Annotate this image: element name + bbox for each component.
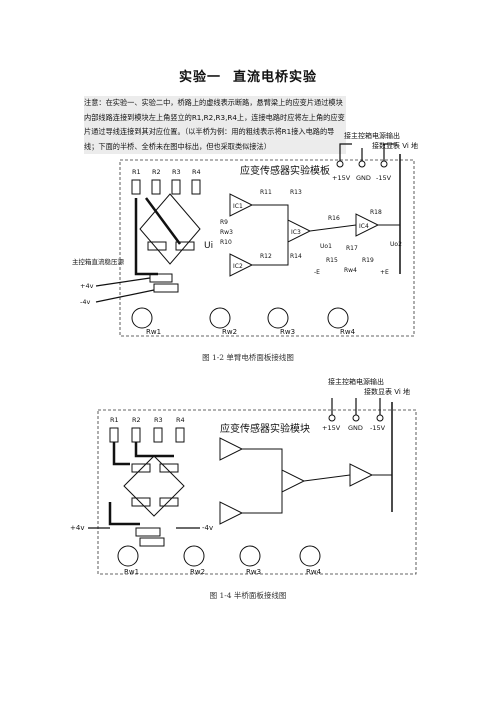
fig1-minus4: -4v xyxy=(80,298,90,306)
fig1-r19: R19 xyxy=(362,257,374,264)
fig2-knob-rw2: Rw2 xyxy=(190,568,205,576)
fig2-power-terminals: +15V GND -15V xyxy=(322,398,393,512)
fig1-r16: R16 xyxy=(328,215,340,222)
fig1-side-label: 接主控箱电源输出 xyxy=(344,131,400,140)
fig2-r3: R3 xyxy=(154,416,163,424)
fig1-uo1: Uo1 xyxy=(320,243,332,250)
fig1-rw3: Rw3 xyxy=(220,229,233,236)
fig1-ic3: IC3 xyxy=(291,229,301,236)
fig1-r9: R9 xyxy=(220,219,228,226)
fig1-meter-label: 接数显表 Vi 地 xyxy=(372,141,418,150)
fig1-gnd: GND xyxy=(356,174,371,182)
fig2-top-resistors: R1 R2 R3 R4 xyxy=(109,416,185,443)
fig2-board-title: 应变传感器实验模块 xyxy=(220,422,310,435)
fig1-left-label: 主控箱直流稳压源 xyxy=(72,257,125,266)
fig1-r12: R12 xyxy=(260,253,272,260)
fig1-r11: R11 xyxy=(260,189,272,196)
figure-1: 应变传感器实验模板 接主控箱电源输出 接数显表 Vi 地 +15V GND -1… xyxy=(70,124,422,342)
note-paragraph: 注意：在实验一、实验二中，桥路上的虚线表示断路，悬臂梁上的应变片通过模块内部线路… xyxy=(84,96,346,155)
fig1-ic1: IC1 xyxy=(233,203,243,210)
fig1-knob-rw4: Rw4 xyxy=(340,328,356,336)
fig1-knob-rw2: Rw2 xyxy=(222,328,237,336)
fig1-r17: R17 xyxy=(346,245,358,252)
figure-1-caption: 图 1-2 单臂电桥面板接线图 xyxy=(202,353,294,362)
fig2-r2: R2 xyxy=(132,416,141,424)
fig1-knob-rw1: Rw1 xyxy=(146,328,161,336)
fig2-minus4: -4v xyxy=(202,524,213,532)
fig1-minus-e: -E xyxy=(314,269,320,276)
fig1-r1: R1 xyxy=(132,168,141,176)
fig1-plus15v: +15V xyxy=(332,174,351,182)
figure-2-diagram: 应变传感器实验模块 接主控箱电源输出 接数显表 Vi 地 +15V GND -1… xyxy=(70,377,417,576)
figure-1-diagram: 应变传感器实验模板 接主控箱电源输出 接数显表 Vi 地 +15V GND -1… xyxy=(72,131,418,337)
fig2-knob-rw1: Rw1 xyxy=(124,568,139,576)
fig2-knob-rw3: Rw3 xyxy=(246,568,261,576)
fig1-r15: R15 xyxy=(326,257,338,264)
fig1-plus-e: +E xyxy=(380,269,389,276)
fig1-r2: R2 xyxy=(152,168,161,176)
fig1-r13: R13 xyxy=(290,189,302,196)
fig1-uo2: Uo2 xyxy=(390,241,402,248)
fig1-board-title: 应变传感器实验模板 xyxy=(240,164,330,177)
fig2-supply: +4v -4v xyxy=(70,524,213,532)
fig1-ui: Ui xyxy=(204,241,213,251)
page-title: 实验一直流电桥实验 xyxy=(0,66,496,85)
fig2-amps xyxy=(219,437,392,525)
figure-2-caption: 图 1-4 半桥面板接线图 xyxy=(209,591,287,600)
fig2-side-label: 接主控箱电源输出 xyxy=(328,377,384,386)
fig1-r4: R4 xyxy=(192,168,201,176)
fig1-r3: R3 xyxy=(172,168,181,176)
fig1-ic2: IC2 xyxy=(233,263,243,270)
fig2-knobs: Rw1 Rw2 Rw3 Rw4 xyxy=(117,545,322,576)
fig2-gnd: GND xyxy=(348,424,363,432)
fig1-bridge xyxy=(134,193,201,293)
title-part1: 实验一 xyxy=(178,70,221,85)
fig1-r18: R18 xyxy=(370,209,382,216)
fig2-meter-label: 接数显表 Vi 地 xyxy=(364,387,410,396)
fig1-ic4: IC4 xyxy=(359,223,369,230)
fig2-minus15v: -15V xyxy=(370,424,386,432)
fig2-plus4: +4v xyxy=(70,524,84,532)
fig1-rw4: Rw4 xyxy=(344,267,357,274)
fig2-plus15v: +15V xyxy=(322,424,341,432)
fig1-minus15v: -15V xyxy=(376,174,392,182)
fig2-r1: R1 xyxy=(110,416,119,424)
fig1-knob-rw3: Rw3 xyxy=(280,328,295,336)
figure-2: 应变传感器实验模块 接主控箱电源输出 接数显表 Vi 地 +15V GND -1… xyxy=(70,372,422,582)
fig1-top-resistors: R1 R2 R3 R4 xyxy=(131,168,201,195)
fig2-r4: R4 xyxy=(176,416,185,424)
fig2-bridge xyxy=(108,442,185,547)
fig1-left-supply: 主控箱直流稳压源 +4v -4v xyxy=(72,257,155,306)
fig2-knob-rw4: Rw4 xyxy=(306,568,322,576)
fig1-r14: R14 xyxy=(290,253,302,260)
fig1-r10: R10 xyxy=(220,239,232,246)
fig1-knobs: Rw1 Rw2 Rw3 Rw4 xyxy=(131,307,356,336)
fig1-amps: IC1 IC2 IC3 IC4 Ui Uo1 Uo2 R11 R13 R12 R… xyxy=(204,189,402,277)
fig1-plus4: +4v xyxy=(80,282,94,290)
fig1-power-terminals: +15V GND -15V xyxy=(332,143,401,274)
title-part2: 直流电桥实验 xyxy=(233,70,318,85)
